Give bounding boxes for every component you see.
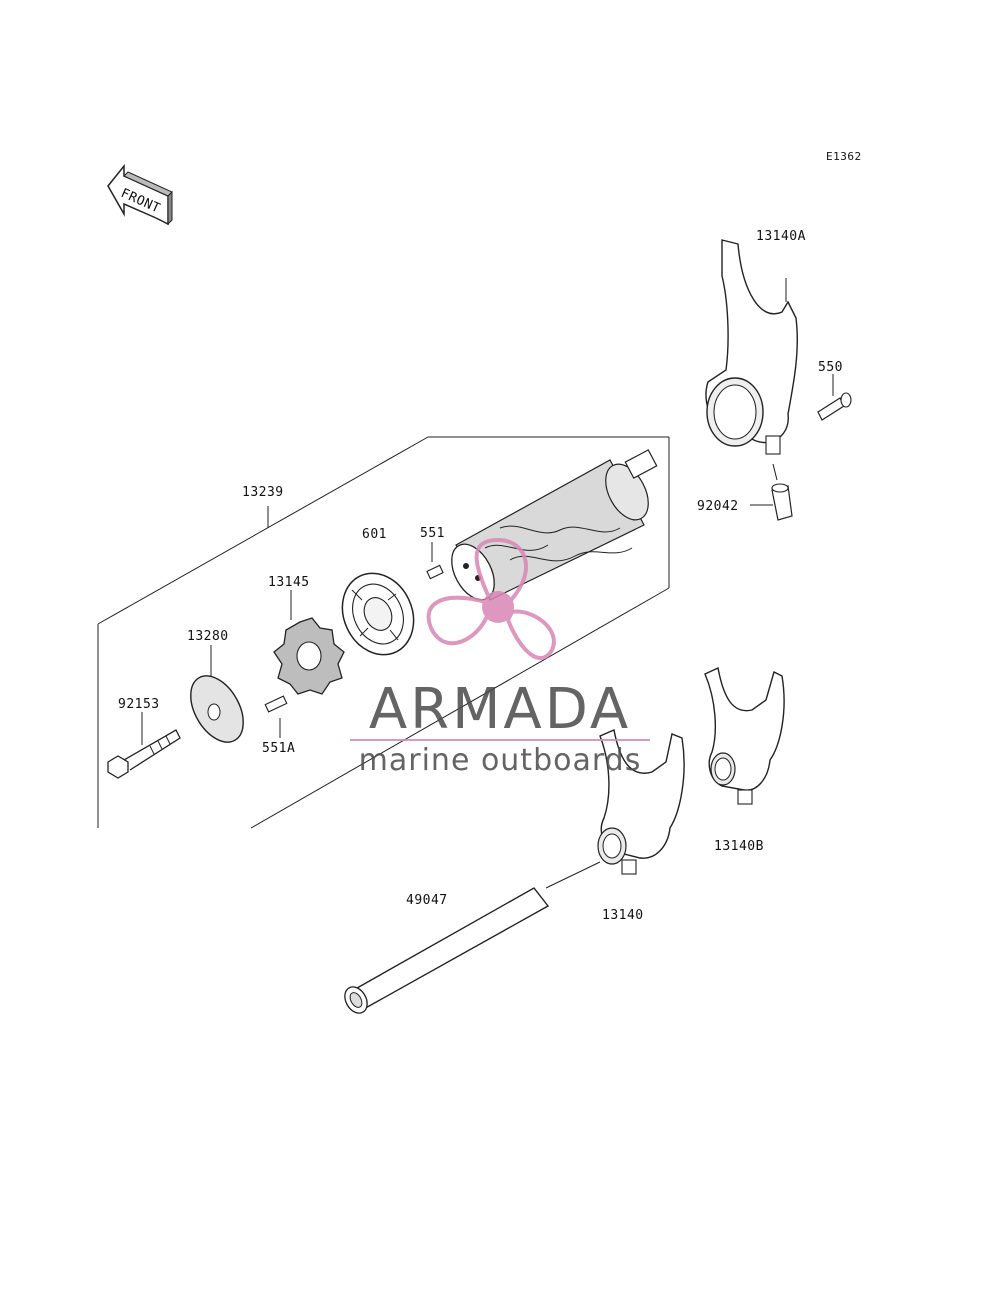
- watermark-subtitle: marine outboards: [359, 743, 642, 778]
- label-550: 550: [818, 360, 843, 375]
- label-13140A: 13140A: [756, 229, 806, 244]
- shift-fork-13140: [545, 729, 685, 889]
- label-601: 601: [362, 527, 387, 542]
- label-13140B: 13140B: [714, 839, 764, 854]
- diagram-code: E1362: [826, 150, 862, 163]
- plate-13280: [190, 645, 244, 743]
- label-92153: 92153: [118, 697, 160, 712]
- bolt-92153: [107, 712, 181, 779]
- front-arrow-icon: FRONT: [107, 163, 173, 226]
- shift-drum: [451, 449, 658, 601]
- pin-92042: [750, 463, 793, 521]
- label-551: 551: [420, 526, 445, 541]
- label-13280: 13280: [187, 629, 229, 644]
- star-cam-13145: [273, 590, 345, 695]
- armada-logo: ARMADA marine outboards: [350, 537, 650, 778]
- watermark-title: ARMADA: [369, 677, 631, 742]
- pin-551: [426, 542, 444, 580]
- label-13145: 13145: [268, 575, 310, 590]
- assembly-bracket: [97, 436, 670, 829]
- label-13140: 13140: [602, 908, 644, 923]
- pin-550: [817, 374, 852, 421]
- label-92042: 92042: [697, 499, 739, 514]
- pin-551A: [264, 695, 288, 738]
- shift-fork-13140B: [704, 666, 785, 805]
- label-551A: 551A: [262, 741, 295, 756]
- propeller-icon: [426, 537, 556, 660]
- label-49047: 49047: [406, 893, 448, 908]
- shift-rod-49047: [344, 887, 550, 1014]
- shift-fork-13140A: [705, 239, 798, 455]
- label-13239: 13239: [242, 485, 284, 500]
- bearing-601: [341, 572, 415, 656]
